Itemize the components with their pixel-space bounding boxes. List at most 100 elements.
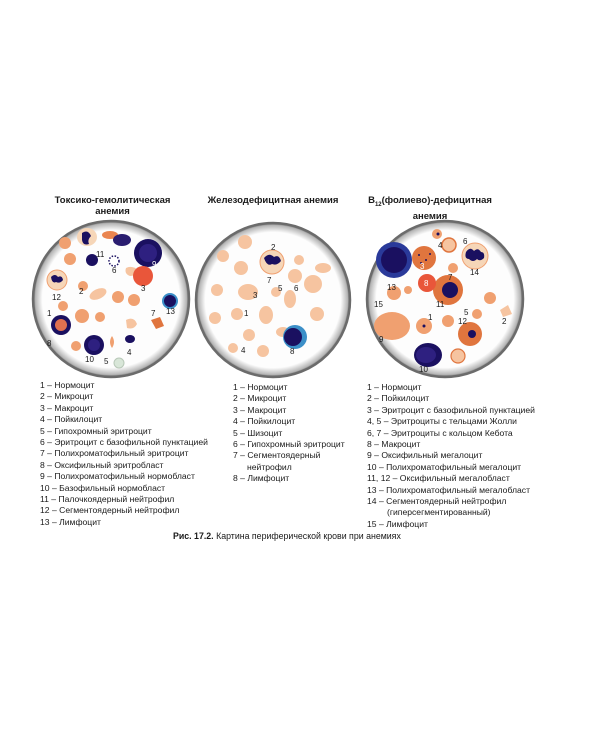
poikilocyte	[315, 263, 331, 273]
megaloblast-nucleus	[442, 282, 458, 298]
poikilocyte	[259, 306, 273, 324]
normocyte	[95, 312, 105, 322]
cell-label-6: 6	[294, 284, 299, 293]
stippled-erythrocyte	[108, 255, 120, 267]
normocyte	[58, 301, 68, 311]
stipple	[425, 259, 427, 261]
cell-label-3: 3	[253, 291, 258, 300]
oxyphilic-erythroblast-core	[55, 319, 67, 331]
cell-label-5: 5	[464, 308, 469, 317]
microcyte	[78, 281, 88, 291]
panel3-title-subscript: 12	[374, 201, 382, 208]
legend-item: 11, 12 – Оксифильный мегалобласт	[367, 473, 510, 484]
legend-item: 1 – Нормоцит	[40, 380, 95, 390]
figure-caption-label: Рис. 17.2.	[173, 531, 214, 541]
segmented-nucleus	[51, 275, 63, 283]
cell-label-2: 2	[271, 243, 276, 252]
cell-label-1: 1	[428, 313, 433, 322]
legend-iron-deficiency: 1 – Нормоцит 2 – Микроцит 3 – Макроцит 4…	[233, 382, 358, 485]
smear-circle-b12-deficiency: 4 6 3 7 14 13 8 15 11 5 1 2 12 9 10	[365, 219, 525, 379]
panel1-title: Токсико-гемолитическая анемия	[40, 195, 185, 217]
legend-item: 9 – Полихроматофильный нормобласт	[40, 471, 195, 482]
legend-item: 3 – Макроцит	[40, 402, 94, 413]
stipple	[420, 262, 422, 264]
panel3-title-prefix: B	[368, 195, 375, 206]
megalocyte-inner	[416, 347, 436, 363]
cabot-ring-erythrocyte	[450, 348, 466, 364]
normocyte	[112, 291, 124, 303]
cell-label-3: 3	[141, 284, 146, 293]
megaloblast-nucleus	[468, 330, 476, 338]
cell-label-14: 14	[470, 268, 479, 277]
legend-item: 13 – Полихроматофильный мегалобласт	[367, 484, 531, 495]
poikilocyte	[500, 305, 512, 317]
cell-label-5: 5	[278, 284, 283, 293]
cell-label-1: 1	[47, 309, 52, 318]
normocyte	[442, 315, 454, 327]
legend-item: 7 – Полихроматофильный эритроцит	[40, 448, 189, 459]
legend-item: 6 – Гипохромный эритроцит	[233, 439, 345, 450]
cell-label-7: 7	[151, 309, 156, 318]
normocyte	[71, 341, 81, 351]
normocyte	[231, 308, 243, 320]
cell-label-4: 4	[438, 241, 443, 250]
cell-label-6: 6	[463, 237, 468, 246]
normocyte	[387, 286, 401, 300]
normocyte	[288, 269, 302, 283]
cell-label-2: 2	[502, 317, 507, 326]
cell-label-1: 1	[244, 309, 249, 318]
legend-item: 4, 5 – Эритроциты с тельцами Жолли	[367, 416, 517, 427]
legend-item: 6, 7 – Эритроциты с кольцом Кебота	[367, 427, 513, 438]
cell-label-15: 15	[374, 300, 383, 309]
legend-item: 5 – Шизоцит	[233, 427, 283, 438]
oxyphilic-megalocyte	[374, 312, 410, 340]
normocyte	[404, 286, 412, 294]
basophilic-normoblast	[86, 254, 98, 266]
legend-item: 6 – Эритроцит с базофильной пунктацией	[40, 437, 208, 448]
blood-cells	[209, 235, 331, 357]
legend-b12-deficiency: 1 – Нормоцит 2 – Пойкилоцит 3 – Эритроци…	[367, 382, 547, 530]
legend-item: 2 – Пойкилоцит	[367, 393, 430, 404]
cell-label-12: 12	[52, 293, 61, 302]
cabot-ring-erythrocyte	[441, 237, 457, 253]
legend-item: 3 – Эритроцит с базофильной пунктацией	[367, 404, 535, 415]
normocyte	[209, 312, 221, 324]
legend-item: 8 – Макроцит	[367, 439, 421, 450]
panel3-title-line1: B12(фолиево)-дефицитная	[360, 195, 500, 211]
normocyte	[472, 309, 482, 319]
poikilocyte	[89, 288, 107, 300]
normocyte	[257, 345, 269, 357]
normocyte	[234, 261, 248, 275]
cell-label-8: 8	[290, 347, 295, 356]
legend-item: 8 – Оксифильный эритробласт	[40, 459, 164, 470]
smear-circle-iron-deficiency: 2 7 5 3 6 1 4 8	[194, 221, 352, 379]
legend-item: 10 – Базофильный нормобласт	[40, 482, 166, 493]
normocyte	[59, 237, 71, 249]
panel2-title-line1: Железодефицитная анемия	[207, 195, 339, 206]
cell-label-12: 12	[458, 317, 467, 326]
legend-item: 5 – Гипохромный эритроцит	[40, 425, 152, 436]
cabot-ring-erythrocyte	[448, 263, 458, 273]
macrocyte	[418, 274, 436, 292]
segmented-nucleus	[264, 254, 281, 265]
legend-item: 2 – Микроцит	[233, 393, 287, 404]
cell-label-7: 7	[267, 276, 272, 285]
legend-item: 4 – Пойкилоцит	[40, 414, 103, 425]
cell-label-13: 13	[387, 283, 396, 292]
smear-field	[194, 221, 352, 379]
cell-label-8: 8	[424, 279, 429, 288]
panel3-title-rest: (фолиево)-дефицитная	[381, 195, 492, 206]
microcyte	[294, 255, 304, 265]
schizocyte	[271, 287, 281, 297]
blood-cells	[46, 228, 178, 369]
hypochromic-erythrocyte	[217, 250, 229, 262]
legend-item: нейтрофил	[247, 461, 292, 472]
macrocyte	[133, 266, 153, 286]
legend-item: (гиперсегментированный)	[387, 507, 491, 518]
cell-label-7: 7	[448, 273, 453, 282]
normocyte	[310, 307, 324, 321]
cell-label-10: 10	[85, 355, 94, 364]
legend-item: 15 – Лимфоцит	[367, 518, 428, 529]
cell-label-10: 10	[419, 365, 428, 374]
legend-item: 1 – Нормоцит	[367, 382, 422, 392]
